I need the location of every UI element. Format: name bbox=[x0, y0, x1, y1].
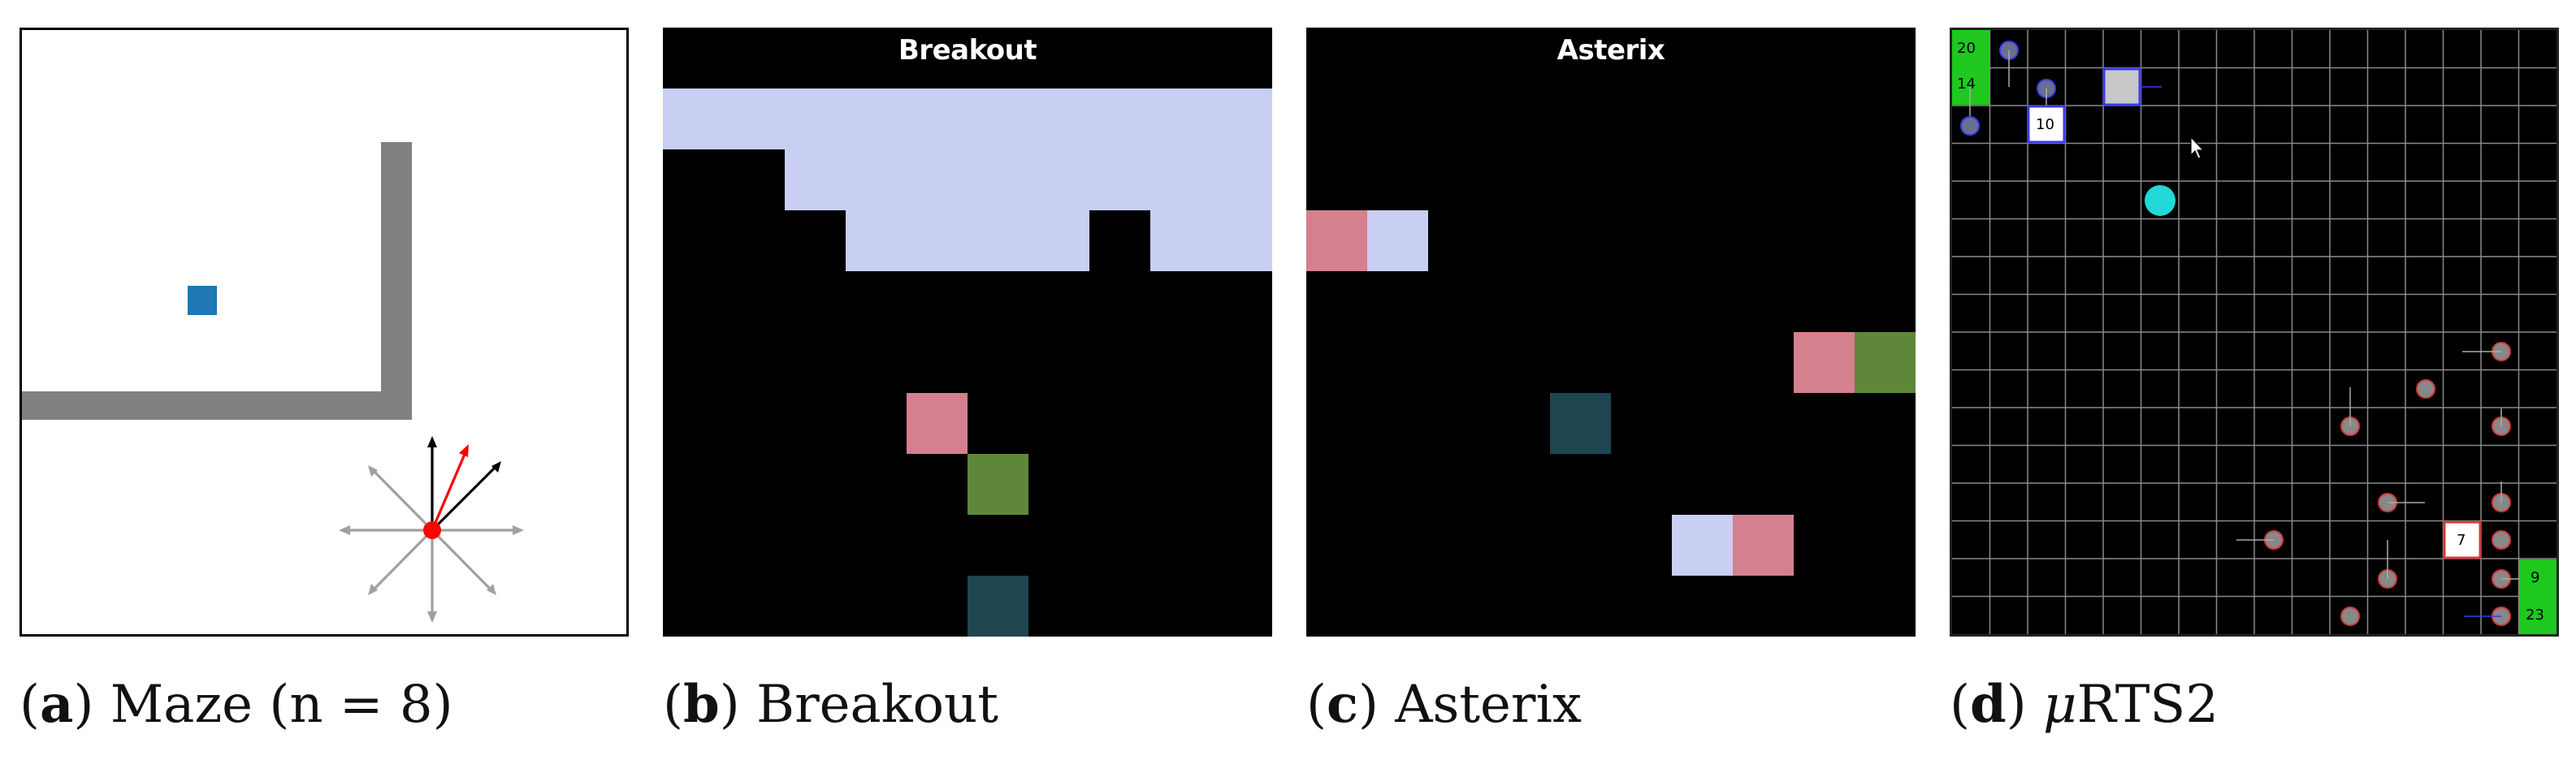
asterix-panel: Asterix bbox=[1306, 28, 1916, 637]
urts-barracks-bottom-count: 7 bbox=[2457, 532, 2466, 549]
urts-base-bottom-count-b: 23 bbox=[2526, 607, 2544, 624]
direction-arrow-black bbox=[431, 464, 498, 532]
maze-panel bbox=[19, 28, 629, 637]
urts-grid bbox=[1952, 30, 2557, 634]
urts-resource bbox=[2145, 185, 2176, 216]
caption-asterix: (c) Asterix bbox=[1306, 674, 1582, 735]
urts-barracks-top-count: 10 bbox=[2036, 116, 2054, 133]
breakout-ball-previous bbox=[907, 393, 968, 454]
direction-arrow-down-left bbox=[371, 529, 434, 592]
urts-units-red bbox=[2236, 342, 2521, 626]
maze-origin-dot bbox=[423, 521, 441, 539]
maze-agent bbox=[188, 286, 217, 315]
asterix-canvas bbox=[1306, 210, 1916, 576]
asterix-object-pink-3 bbox=[1733, 515, 1794, 576]
urts-base-bottom-count-a: 9 bbox=[2531, 569, 2539, 586]
direction-arrow-up-left bbox=[371, 469, 434, 532]
mouse-cursor-icon bbox=[2190, 136, 2205, 159]
breakout-canvas bbox=[663, 89, 1272, 637]
urts-base-top-count-a: 20 bbox=[1957, 40, 1976, 57]
urts-barracks-top bbox=[2027, 105, 2066, 144]
breakout-title: Breakout bbox=[898, 34, 1037, 67]
direction-arrow-red bbox=[431, 451, 467, 531]
asterix-player bbox=[1550, 393, 1611, 454]
urts-canvas: 20 14 10 bbox=[1952, 30, 2557, 634]
urts-base-bottom bbox=[2519, 559, 2557, 634]
asterix-title: Asterix bbox=[1556, 34, 1665, 67]
asterix-object-pink-1 bbox=[1306, 210, 1367, 271]
breakout-ball-current bbox=[968, 454, 1028, 515]
urts-unit-blue bbox=[1960, 116, 1980, 136]
caption-urts: (d) μRTS2 bbox=[1950, 674, 2219, 735]
urts-base-top bbox=[1952, 30, 1989, 105]
maze-canvas bbox=[22, 142, 524, 623]
caption-breakout: (b) Breakout bbox=[663, 674, 998, 735]
direction-arrow-down-right bbox=[431, 529, 493, 592]
maze-wall-horizontal bbox=[22, 391, 412, 420]
breakout-bricks bbox=[663, 89, 1272, 271]
asterix-object-green bbox=[1855, 332, 1916, 393]
asterix-object-light-2 bbox=[1672, 515, 1733, 576]
urts-barracks-bottom bbox=[2443, 520, 2482, 559]
action-directions bbox=[339, 436, 524, 623]
breakout-panel: Breakout bbox=[663, 28, 1272, 637]
maze-wall-vertical bbox=[381, 142, 412, 420]
breakout-paddle bbox=[968, 576, 1028, 637]
caption-maze: (a) Maze (n = 8) bbox=[19, 674, 453, 735]
urts-panel: 20 14 10 bbox=[1950, 28, 2559, 637]
asterix-object-pink-2 bbox=[1794, 332, 1855, 393]
urts-structure-gray bbox=[2102, 67, 2141, 106]
urts-base-top-count-b: 14 bbox=[1957, 76, 1976, 93]
asterix-object-light-1 bbox=[1367, 210, 1428, 271]
